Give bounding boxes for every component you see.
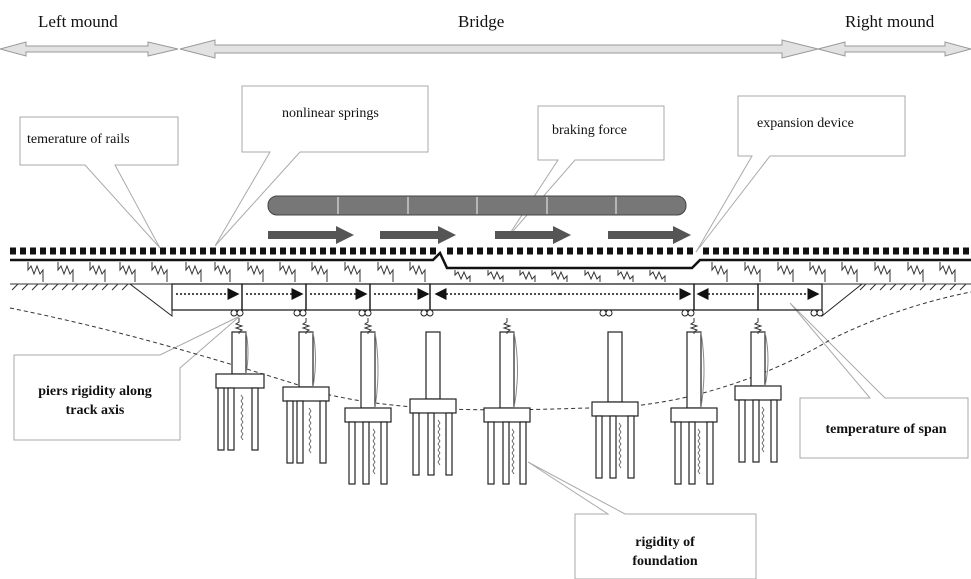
- foundation-rigidity-line1: rigidity of: [635, 535, 695, 550]
- foundation-rigidity-line2: foundation: [632, 554, 698, 569]
- callout-span-box: [789, 302, 969, 459]
- pile-soil-springs: [240, 394, 765, 475]
- span-beams: [171, 283, 823, 311]
- left-mound-label: Left mound: [38, 12, 118, 31]
- train: [267, 195, 687, 216]
- rails-temperature-label: temerature of rails: [27, 132, 130, 147]
- left-mound-arrow: [0, 41, 179, 57]
- bearings: [230, 309, 824, 317]
- nonlinear-springs-label: nonlinear springs: [282, 106, 379, 121]
- foundation-rigidity-label: rigidity of foundation: [585, 533, 745, 571]
- braking-force-arrows: [268, 226, 691, 244]
- span-temperature-label: temperature of span: [825, 422, 947, 437]
- terrain-lines: [9, 291, 971, 411]
- callout-springs-box: [214, 85, 429, 247]
- pier-springs: [234, 318, 763, 334]
- piers: [215, 331, 782, 485]
- right-mound-arrow: [816, 41, 971, 57]
- deck: [10, 250, 971, 270]
- right-mound-label: Right mound: [845, 12, 935, 31]
- callout-piers-box: [13, 315, 241, 441]
- bridge-arrow: [179, 39, 819, 59]
- piers-rigidity-line2: track axis: [65, 403, 125, 418]
- piers-rigidity-line1: piers rigidity along: [38, 384, 152, 399]
- callout-expansion-box: [695, 95, 906, 253]
- rail-springs: [27, 262, 956, 282]
- expansion-device-label: expansion device: [757, 116, 854, 131]
- pier-deflection-curves: [245, 331, 769, 409]
- braking-force-label: braking force: [552, 123, 628, 138]
- callout-foundation-box: [527, 461, 757, 579]
- bridge-label: Bridge: [458, 12, 505, 31]
- callout-rails-box: [19, 116, 179, 249]
- piers-rigidity-label: piers rigidity along track axis: [20, 382, 170, 420]
